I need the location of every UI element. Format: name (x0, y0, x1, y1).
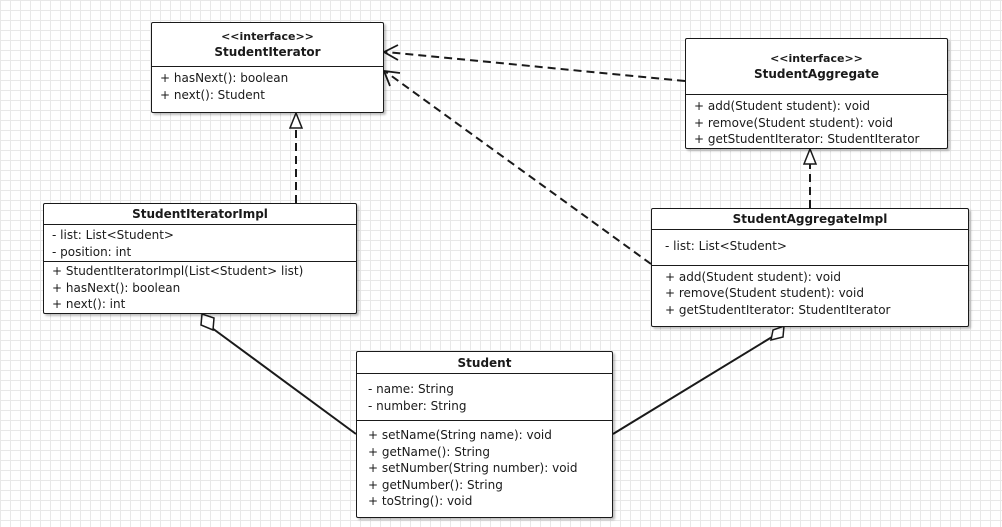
aggregation-student-to-iteratorimpl[interactable] (211, 327, 357, 435)
dependency-aggregateimpl-to-iterator[interactable] (385, 71, 652, 265)
aggregation-diamond-iteratorimpl (200, 312, 215, 332)
class-header: StudentAggregateImpl (652, 209, 968, 230)
method-entry: + setName(String name): void (368, 428, 552, 442)
stereotype-label: <<interface>> (770, 51, 863, 65)
attributes-section: - name: String - number: String (357, 374, 612, 420)
method-entry: + StudentIteratorImpl(List<Student> list… (52, 264, 304, 278)
method-entry: + add(Student student): void (694, 99, 870, 113)
attribute-entry: - name: String (368, 382, 454, 396)
methods-section: + StudentIteratorImpl(List<Student> list… (44, 261, 356, 315)
method-entry: + next(): int (52, 297, 126, 311)
method-entry: + next(): Student (160, 87, 265, 102)
methods-section: + setName(String name): void + getName()… (357, 420, 612, 512)
method-entry: + toString(): void (368, 494, 473, 508)
attributes-section: - list: List<Student> (652, 230, 968, 265)
class-header: <<interface>> StudentIterator (152, 23, 383, 67)
method-entry: + getNumber(): String (368, 477, 503, 492)
methods-section: + hasNext(): boolean + next(): Student (152, 67, 383, 105)
class-name: StudentAggregateImpl (732, 212, 888, 226)
class-student-iterator-impl[interactable]: StudentIteratorImpl - list: List<Student… (43, 203, 357, 314)
class-header: Student (357, 352, 612, 374)
class-name: StudentAggregate (753, 66, 879, 81)
attribute-entry: - position: int (52, 244, 132, 259)
realization-arrowhead-aggregate (802, 146, 818, 165)
methods-section: + add(Student student): void + remove(St… (652, 264, 968, 321)
attribute-entry: - list: List<Student> (52, 228, 174, 242)
class-name: StudentIterator (214, 44, 321, 59)
method-entry: + remove(Student student): void (694, 115, 893, 130)
method-entry: + getStudentIterator: StudentIterator (665, 302, 891, 317)
attributes-section: - list: List<Student> - position: int (44, 225, 356, 261)
aggregation-student-to-aggregateimpl[interactable] (612, 336, 773, 435)
class-header: StudentIteratorImpl (44, 204, 356, 225)
attribute-entry: - number: String (368, 398, 467, 413)
methods-section: + add(Student student): void + remove(St… (686, 95, 947, 150)
attribute-entry: - list: List<Student> (665, 239, 787, 253)
method-entry: + setNumber(String number): void (368, 461, 578, 475)
method-entry: + getName(): String (368, 444, 491, 459)
class-student-iterator[interactable]: <<interface>> StudentIterator + hasNext(… (151, 22, 384, 113)
class-name: Student (457, 355, 512, 370)
class-student[interactable]: Student - name: String - number: String … (356, 351, 613, 518)
class-student-aggregate-impl[interactable]: StudentAggregateImpl - list: List<Studen… (651, 208, 969, 327)
dependency-arrowhead-aggregate (382, 44, 399, 61)
method-entry: + hasNext(): boolean (160, 71, 289, 85)
method-entry: + hasNext(): boolean (52, 280, 181, 295)
class-header: <<interface>> StudentAggregate (686, 39, 947, 95)
dependency-aggregate-to-iterator[interactable] (385, 51, 686, 82)
realization-arrowhead-iterator (288, 110, 304, 129)
method-entry: + getStudentIterator: StudentIterator (694, 132, 920, 146)
method-entry: + remove(Student student): void (665, 286, 864, 300)
dependency-arrowhead-aggregateimpl (382, 69, 401, 87)
method-entry: + add(Student student): void (665, 269, 841, 284)
class-name: StudentIteratorImpl (132, 207, 268, 221)
stereotype-label: <<interface>> (221, 29, 314, 43)
aggregation-diamond-aggregateimpl (770, 324, 785, 342)
class-student-aggregate[interactable]: <<interface>> StudentAggregate + add(Stu… (685, 38, 948, 149)
